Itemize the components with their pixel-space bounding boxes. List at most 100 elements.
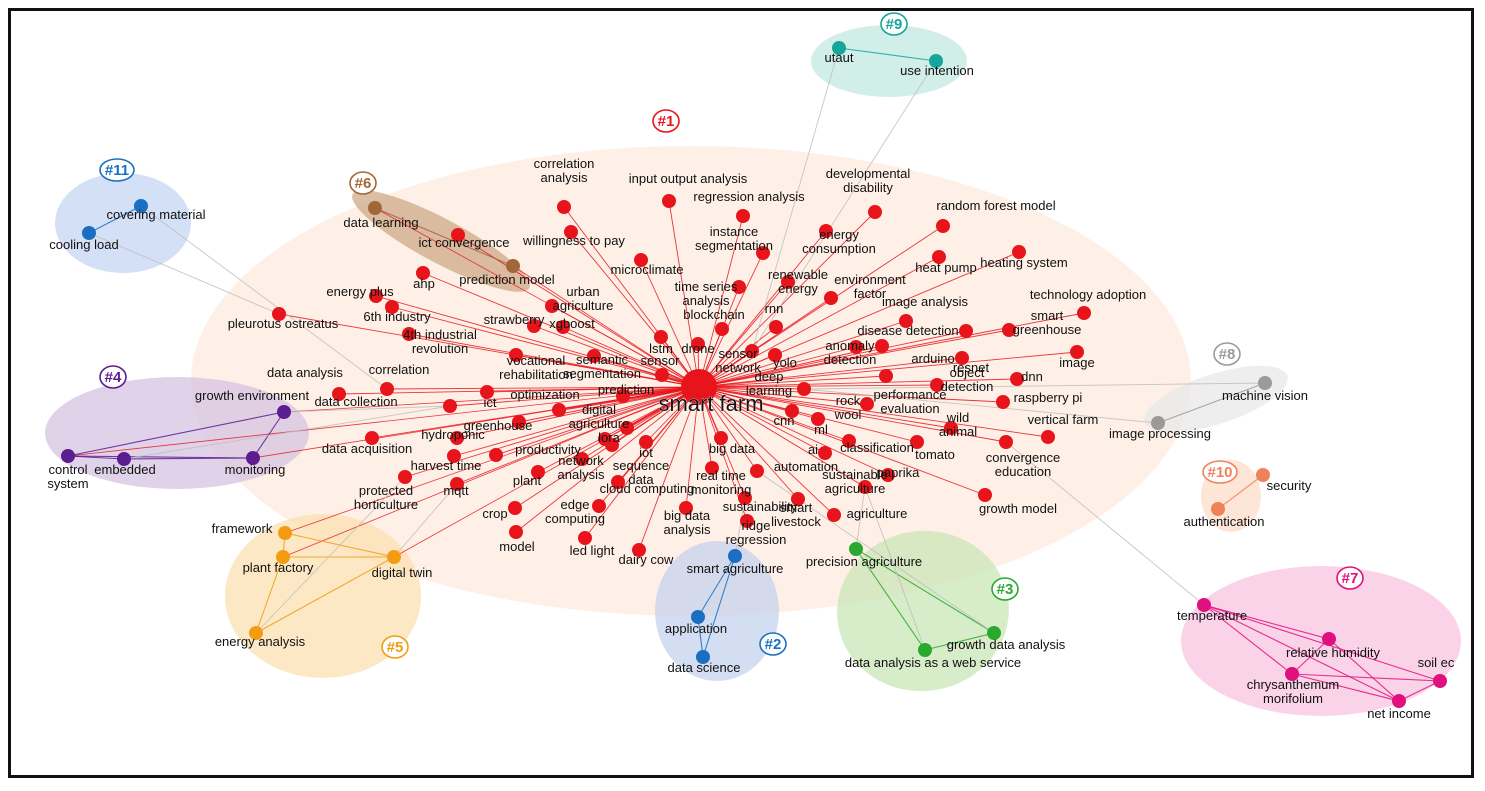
node-temperature-label: temperature [1177, 608, 1247, 623]
node-classification-label: classification [840, 440, 914, 455]
node-raspberry-pi-label: raspberry pi [1014, 390, 1083, 405]
node-ict-convergence-label: ict convergence [418, 235, 509, 250]
node-data-learning-dot [368, 201, 382, 215]
node-ahp-label: ahp [413, 276, 435, 291]
node-input-output-analysis-dot [662, 194, 676, 208]
node-ai-label: ai [808, 442, 818, 457]
node-use-intention-dot [929, 54, 943, 68]
cluster-c5-badge-label: #5 [387, 639, 404, 656]
cluster-c11-badge: #11 [99, 158, 135, 182]
edge-q1-q3 [855, 548, 995, 634]
node-monitoring-label: monitoring [225, 462, 286, 477]
node-data-analysis-as-a-web-service-dot [918, 643, 932, 657]
node-data-science-dot [696, 650, 710, 664]
node-security-label: security [1267, 478, 1312, 493]
node-iot-dot [639, 435, 653, 449]
cluster-c1-badge-label: #1 [658, 113, 675, 130]
node-vertical-farm-dot [1041, 430, 1055, 444]
edge-y1-n40 [140, 205, 388, 390]
node-application-label: application [665, 621, 727, 636]
edge-h-n4 [698, 211, 876, 388]
edge-h-n70 [581, 386, 700, 460]
node-optimization-dot [552, 403, 566, 417]
node-lstm-label: lstm [649, 341, 673, 356]
edge-r2-r4 [67, 455, 254, 459]
edge-h-n46 [486, 386, 700, 393]
node-dnn-dot [1010, 372, 1024, 386]
node-image-processing-dot [1151, 416, 1165, 430]
node-crop-label: crop [482, 506, 507, 521]
node-energy-plus-label: energy plus [326, 284, 394, 299]
node-yolo-dot [768, 348, 782, 362]
edge-x1-x2 [1217, 474, 1264, 510]
node-yolo-label: yolo [773, 355, 797, 370]
node-plant-factory-dot [276, 550, 290, 564]
node-ahp-dot [416, 266, 430, 280]
cluster-c1-badge: #1 [652, 109, 680, 133]
edge-q2-q3 [924, 632, 995, 651]
node-developmental-disability-dot [868, 205, 882, 219]
node-greenhouse-label: greenhouse [464, 418, 533, 433]
node-growth-model-label: growth model [979, 501, 1057, 516]
node-performance-evaluation-dot [879, 369, 893, 383]
node-energy-plus-dot [369, 289, 383, 303]
edge-h-n50 [698, 386, 1004, 403]
node-correlation-label: correlation [369, 362, 430, 377]
node-led-light-dot [578, 531, 592, 545]
node-utaut-label: utaut [825, 50, 854, 65]
node-growth-data-analysis-label: growth data analysis [947, 637, 1066, 652]
node-prediction-model-dot [506, 259, 520, 273]
node-covering-material-label: covering material [107, 207, 206, 222]
edge-h-n10 [698, 256, 940, 388]
node-covering-material-dot [134, 199, 148, 213]
node-harvest-time-dot [447, 449, 461, 463]
node-image-label: image [1059, 355, 1094, 370]
cluster-c7-badge: #7 [1336, 566, 1364, 590]
node-growth-model-dot [978, 488, 992, 502]
node-cooling-load-label: cooling load [49, 237, 118, 252]
node-energy-analysis-label: energy analysis [215, 634, 306, 649]
edge-u3-u4 [1291, 673, 1441, 682]
node-arduino-dot [959, 324, 973, 338]
edge-h-n3 [698, 215, 744, 388]
edge-r3-n45 [123, 405, 451, 460]
node-framework-dot [278, 526, 292, 540]
edge-h-n64 [698, 386, 826, 454]
node-smart-livestock-dot [791, 492, 805, 506]
edge-u3-u5 [1291, 673, 1400, 702]
edge-r1-r2 [67, 411, 285, 457]
cluster-c4-badge-label: #4 [105, 369, 122, 386]
edge-u1-u3 [1203, 604, 1293, 675]
edge-u1-u4 [1203, 604, 1441, 682]
cluster-c2-badge: #2 [759, 632, 787, 656]
node-technology-adoption-label: technology adoption [1030, 287, 1146, 302]
node-growth-data-analysis-dot [987, 626, 1001, 640]
edge-h-n37 [698, 357, 963, 388]
node-urban-agriculture-dot [545, 299, 559, 313]
node-paprika-dot [881, 468, 895, 482]
node-data-science-label: data science [668, 660, 741, 675]
node-machine-vision-label: machine vision [1222, 388, 1308, 403]
edge-t1-t2 [374, 207, 514, 267]
node-data-acquisition-dot [365, 431, 379, 445]
node-real-time-monitoring-dot [705, 461, 719, 475]
cluster-c9-badge-label: #9 [886, 16, 903, 33]
cluster-c9-badge: #9 [880, 12, 908, 36]
node-iot-label: iot [639, 445, 653, 460]
edge-h-n20 [698, 312, 1085, 388]
edge-h-n14 [698, 281, 789, 388]
node-renewable-energy-dot [781, 275, 795, 289]
